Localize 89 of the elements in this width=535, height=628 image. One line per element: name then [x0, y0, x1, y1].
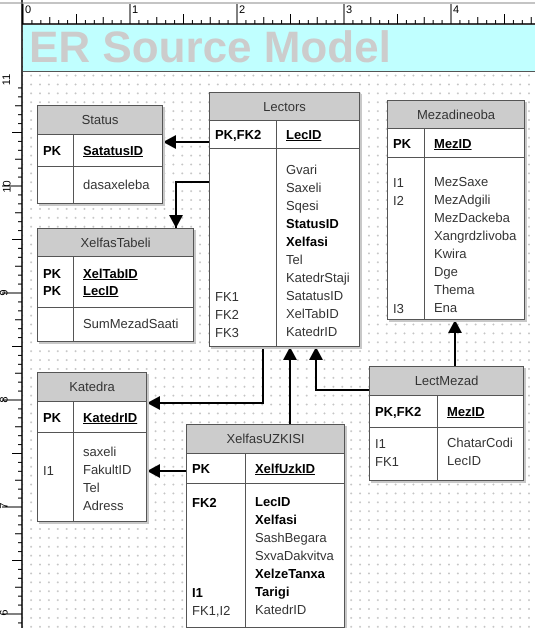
key-label: I1: [43, 463, 54, 478]
column-name: Adress: [83, 497, 124, 515]
key-label: FK1: [215, 289, 239, 304]
entity-table: [387, 100, 525, 320]
key-label: FK2: [192, 495, 217, 510]
column-name: Gvari: [286, 161, 318, 179]
entity-table: [37, 228, 194, 342]
key-label: FK3: [215, 325, 239, 340]
entity-table: [186, 424, 345, 628]
table-name: Status: [82, 111, 118, 130]
column-name: MezDackeba: [434, 209, 510, 227]
key-label: FK1: [375, 454, 399, 469]
table-name: Mezadineoba: [416, 106, 496, 124]
table-name: XelfasTabeli: [80, 234, 151, 252]
column-name: XelTabID: [286, 305, 339, 323]
relationship-arrow: [163, 135, 209, 149]
column-name: Sqesi: [286, 197, 319, 215]
column-name: dasaxeleba: [83, 176, 150, 194]
ruler-number: 0: [25, 5, 32, 16]
primary-key-column: MezID: [447, 403, 485, 420]
primary-key-column: KatedrID: [83, 408, 138, 426]
key-label: PK: [192, 460, 212, 477]
column-name: KatedrStaji: [286, 269, 350, 287]
key-label: PK,FK2: [215, 126, 262, 143]
primary-key-column: LecID: [83, 282, 118, 299]
relationship-arrow: [448, 320, 462, 366]
key-label: PK: [393, 134, 412, 152]
key-label: FK1,I2: [192, 603, 230, 618]
ruler-number: 11: [2, 74, 14, 86]
column-name: Tel: [286, 251, 303, 269]
table-name: Katedra: [69, 378, 115, 396]
column-name: SatatusID: [286, 287, 344, 305]
key-label: I1: [192, 585, 203, 600]
key-label: I1: [393, 175, 404, 190]
column-name: SumMezadSaati: [83, 315, 178, 333]
entity-table: [209, 92, 360, 347]
ruler-number: 4: [453, 5, 460, 16]
key-label: PK: [43, 265, 62, 282]
column-name: MezSaxe: [434, 173, 488, 191]
relationship-arrow: [147, 464, 186, 478]
column-name: FakultID: [83, 461, 132, 479]
ruler-number: 2: [239, 5, 246, 16]
primary-key-column: XelfUzkID: [255, 460, 315, 477]
column-name: Saxeli: [286, 179, 322, 197]
column-name: Dge: [434, 263, 458, 281]
column-name: LecID: [447, 452, 481, 470]
ruler-number: 3: [346, 5, 352, 16]
column-name: Kwira: [434, 245, 467, 263]
key-label: PK,FK2: [375, 403, 422, 420]
column-name: Xelfasi: [286, 233, 328, 251]
entity-table: [37, 372, 147, 522]
column-name: StatusID: [286, 215, 339, 233]
key-label: I1: [375, 436, 386, 451]
key-label: PK: [43, 408, 62, 426]
column-name: Tarigi: [255, 583, 290, 601]
column-name: Thema: [434, 281, 474, 299]
table-name: LectMezad: [414, 372, 478, 390]
column-name: KatedrID: [286, 323, 338, 341]
relationship-arrow: [309, 347, 369, 391]
column-name: SashBegara: [255, 529, 327, 547]
column-name: KatedrID: [255, 601, 306, 619]
table-name: Lectors: [263, 98, 306, 116]
entity-table: [37, 105, 163, 204]
key-label: FK2: [215, 307, 239, 322]
column-name: ChatarCodi: [447, 434, 513, 452]
primary-key-column: SatatusID: [83, 142, 143, 159]
key-label: I2: [393, 193, 404, 208]
table-name: XelfasUZKISI: [226, 430, 305, 448]
key-label: I3: [393, 301, 404, 316]
column-name: LecID: [255, 493, 290, 511]
key-label: PK: [43, 282, 62, 299]
relationship-arrow: [147, 347, 264, 410]
entity-table: [369, 366, 524, 481]
key-label: PK: [43, 142, 62, 159]
column-name: XelzeTanxa: [255, 565, 325, 583]
column-name: Xangrdzlivoba: [434, 227, 516, 245]
primary-key-column: LecID: [286, 126, 322, 143]
relationship-arrow: [283, 347, 297, 424]
column-name: Ena: [434, 299, 458, 317]
ruler-number: 7: [0, 502, 11, 509]
column-name: MezAdgili: [434, 191, 490, 209]
relationship-arrow: [169, 181, 209, 228]
primary-key-column: XelTabID: [83, 265, 138, 282]
column-name: saxeli: [83, 443, 116, 461]
column-name: Xelfasi: [255, 511, 297, 529]
column-name: SxvaDakvitva: [255, 547, 334, 565]
column-name: Tel: [83, 479, 100, 497]
primary-key-column: MezID: [434, 134, 472, 152]
ruler-number: 1: [132, 5, 138, 16]
